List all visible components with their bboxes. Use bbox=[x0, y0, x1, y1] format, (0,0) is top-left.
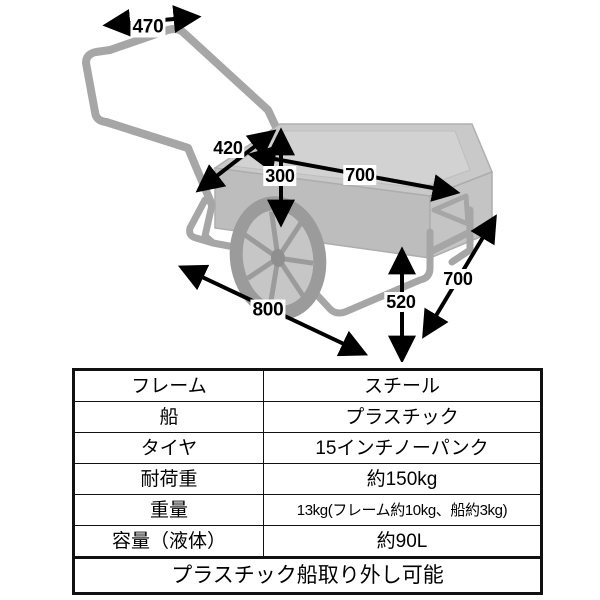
table-row: フレーム スチール bbox=[73, 369, 542, 402]
cart-dimension-diagram: 470 420 300 700 800 520 700 bbox=[82, 5, 497, 362]
spec-label-load-capacity: 耐荷重 bbox=[73, 463, 264, 495]
spec-table-body: フレーム スチール 船 プラスチック タイヤ 15インチノーパンク 耐荷重 約1… bbox=[73, 369, 542, 594]
dim-label-800: 800 bbox=[250, 299, 286, 321]
spec-value-load-capacity: 約150kg bbox=[263, 463, 542, 495]
dim-label-700-length: 700 bbox=[343, 165, 377, 185]
spec-note: プラスチック船取り外し可能 bbox=[73, 556, 542, 594]
table-row: 耐荷重 約150kg bbox=[73, 463, 542, 495]
spec-label-frame: フレーム bbox=[73, 369, 264, 402]
arrow-420 bbox=[195, 129, 277, 193]
spec-value-weight: 13kg(フレーム約10kg、船約3kg) bbox=[263, 494, 542, 526]
spec-table: フレーム スチール 船 プラスチック タイヤ 15インチノーパンク 耐荷重 約1… bbox=[72, 368, 543, 595]
table-row: タイヤ 15インチノーパンク bbox=[73, 432, 542, 464]
dim-label-470: 470 bbox=[130, 16, 166, 38]
cart-illustration bbox=[82, 5, 497, 362]
spec-label-tub: 船 bbox=[73, 401, 264, 433]
table-row: 重量 13kg(フレーム約10kg、船約3kg) bbox=[73, 494, 542, 526]
spec-label-weight: 重量 bbox=[73, 494, 264, 526]
spec-value-volume: 約90L bbox=[263, 525, 542, 558]
table-row: 容量（液体） 約90L bbox=[73, 525, 542, 558]
table-row: 船 プラスチック bbox=[73, 401, 542, 433]
spec-value-tub: プラスチック bbox=[263, 401, 542, 433]
spec-label-tire: タイヤ bbox=[73, 432, 264, 464]
spec-table-container: フレーム スチール 船 プラスチック タイヤ 15インチノーパンク 耐荷重 約1… bbox=[72, 368, 543, 595]
table-row-note: プラスチック船取り外し可能 bbox=[73, 556, 542, 594]
spec-label-volume: 容量（液体） bbox=[73, 525, 264, 558]
dim-label-700-depth: 700 bbox=[441, 269, 475, 289]
spec-value-tire: 15インチノーパンク bbox=[263, 432, 542, 464]
dim-label-520: 520 bbox=[384, 292, 418, 312]
spec-value-frame: スチール bbox=[263, 369, 542, 402]
dim-label-420: 420 bbox=[211, 138, 245, 158]
dim-label-300: 300 bbox=[263, 166, 297, 186]
